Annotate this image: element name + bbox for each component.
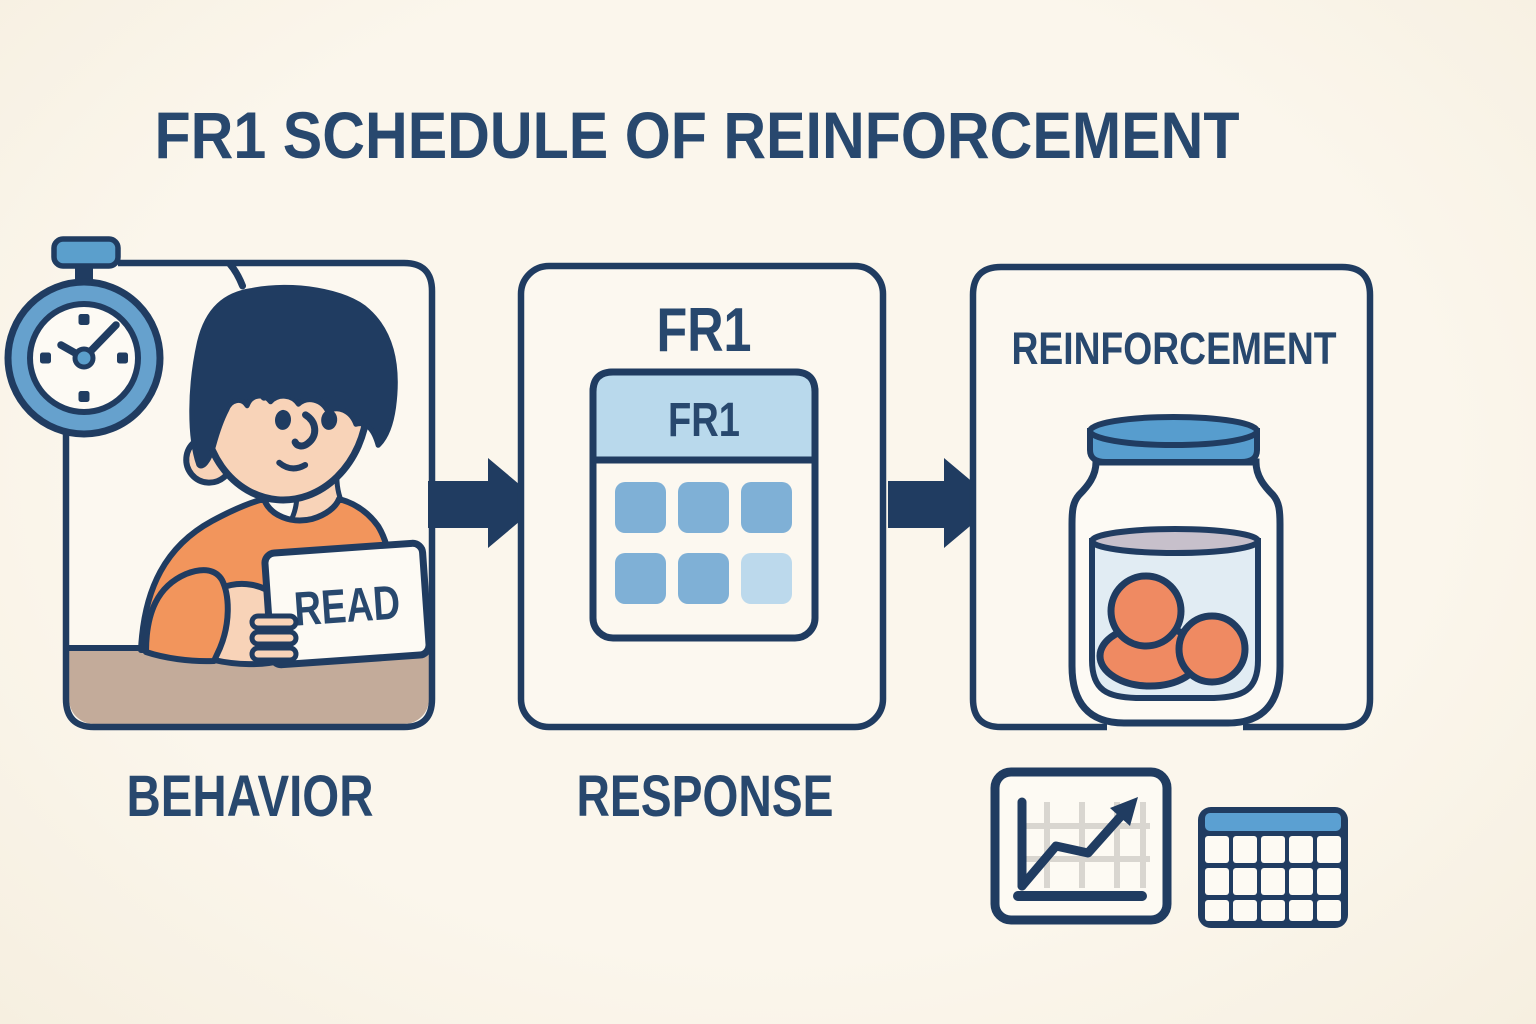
- behavior-box: READ: [4, 236, 436, 731]
- boy-sleeve: [143, 567, 231, 665]
- counter-cell-pale: [741, 553, 792, 604]
- stopwatch-icon: [4, 236, 164, 438]
- token-jar-icon: [1068, 414, 1284, 727]
- boy-hair: [189, 284, 398, 469]
- response-heading: FR1: [657, 296, 752, 365]
- page-title: FR1 SCHEDULE OF REINFORCEMENT: [155, 98, 1240, 172]
- calendar-cells: [1205, 836, 1341, 921]
- counter-cell: [741, 482, 792, 533]
- jar-lid-top: [1087, 414, 1260, 448]
- reinforcement-heading: REINFORCEMENT: [1012, 323, 1337, 374]
- behavior-label: BEHAVIOR: [127, 764, 374, 829]
- boy-head: [183, 266, 398, 504]
- boy-right-eyebrow: [315, 389, 351, 400]
- response-label: RESPONSE: [577, 764, 834, 829]
- calendar-header-band: [1205, 813, 1341, 831]
- finger: [249, 629, 299, 647]
- counter-card-header: [589, 368, 819, 464]
- boy-nose: [291, 411, 319, 450]
- boy-right-eye: [321, 409, 338, 430]
- counter-cell: [615, 482, 666, 533]
- finger: [249, 613, 299, 631]
- arrow-right-icon: [428, 458, 532, 548]
- boy-hair-cowlick: [224, 266, 247, 290]
- boy-left-eye: [274, 409, 292, 430]
- chart-trend-arrowhead: [1110, 797, 1138, 826]
- fr1-counter-card-icon: FR1: [589, 368, 819, 642]
- stopwatch-ticks: [40, 314, 128, 402]
- boy-hand-fingers: [249, 613, 299, 663]
- token-coin: [1175, 612, 1249, 686]
- stopwatch-center-pin: [72, 346, 96, 370]
- boy-left-eyebrow: [260, 389, 303, 401]
- reinforcement-box: REINFORCEMENT: [969, 263, 1374, 731]
- chart-trend-line: [1017, 811, 1126, 891]
- read-card-label: READ: [292, 576, 401, 636]
- jar-tokens: [1096, 572, 1249, 690]
- arrow-right-icon: [888, 458, 988, 548]
- line-chart-icon: [990, 767, 1172, 925]
- boy-reading-illustration: READ: [69, 266, 429, 724]
- calendar-grid-icon: [1198, 807, 1348, 928]
- finger: [249, 645, 299, 663]
- response-box: FR1 FR1: [517, 262, 887, 731]
- read-card: READ: [261, 539, 429, 669]
- token-coin: [1107, 572, 1185, 650]
- counter-cell: [615, 553, 666, 604]
- counter-card-header-label: FR1: [668, 394, 740, 447]
- stopwatch-crown: [51, 236, 121, 269]
- counter-cell: [678, 482, 729, 533]
- boy-mouth: [276, 459, 309, 472]
- behavior-panel-border: [62, 259, 436, 731]
- jar-liquid-surface: [1089, 526, 1261, 556]
- counter-grid: [615, 482, 792, 604]
- read-card-paper: [261, 539, 429, 669]
- reinforcement-panel-border: [969, 263, 1374, 731]
- counter-cell: [678, 553, 729, 604]
